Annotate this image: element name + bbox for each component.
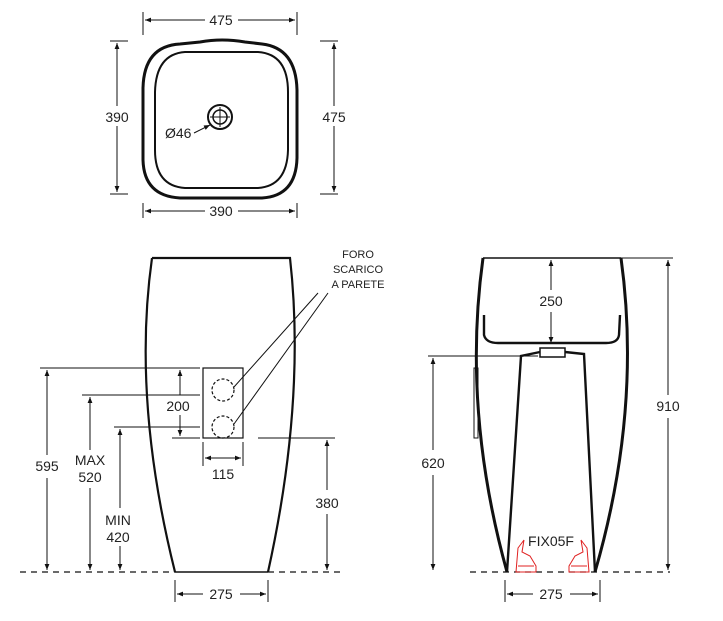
- dim-base-275: 275: [209, 586, 233, 602]
- front-view: FORO SCARICO A PARETE 595 MAX 520 MIN 42…: [20, 249, 384, 602]
- drain-fitting: [539, 347, 566, 358]
- dim-max: 520: [78, 469, 102, 485]
- wall-drain-hole: [211, 415, 235, 439]
- dim-380: 380: [315, 495, 339, 511]
- dim-250: 250: [539, 293, 563, 309]
- note-line: A PARETE: [332, 279, 385, 291]
- fixing-kit-icon: [515, 539, 590, 573]
- dim-width-bottom: 390: [209, 203, 233, 219]
- note-line: FORO: [342, 249, 374, 261]
- dim-min-label: MIN: [105, 512, 131, 528]
- drain-leader: [193, 124, 211, 134]
- drain-outer: [207, 104, 233, 130]
- basin-inner-bowl: [154, 51, 289, 189]
- fixing-kit-label: FIX05F: [528, 533, 574, 549]
- dim-side-base-275: 275: [539, 586, 563, 602]
- side-slot: [473, 367, 479, 439]
- side-view: FIX05F 250 620 910 275: [421, 257, 680, 602]
- front-body-outline: [144, 256, 296, 573]
- dim-max-label: MAX: [75, 452, 106, 468]
- drain-diameter-label: Ø46: [165, 125, 192, 141]
- dim-910: 910: [656, 398, 680, 414]
- dim-620: 620: [421, 455, 445, 471]
- top-view: Ø46 475 390 390 475: [105, 12, 346, 219]
- dim-width-top: 475: [209, 12, 233, 28]
- dim-min: 420: [106, 529, 130, 545]
- basin-outer-rim: [141, 38, 299, 200]
- dim-height-left: 390: [105, 109, 129, 125]
- dim-595: 595: [35, 458, 59, 474]
- wall-drain-hole: [211, 378, 235, 402]
- dim-115: 115: [212, 466, 235, 482]
- side-bowl: [482, 314, 622, 345]
- note-line: SCARICO: [333, 264, 384, 276]
- dim-200: 200: [166, 398, 190, 414]
- dim-height-right: 475: [322, 109, 346, 125]
